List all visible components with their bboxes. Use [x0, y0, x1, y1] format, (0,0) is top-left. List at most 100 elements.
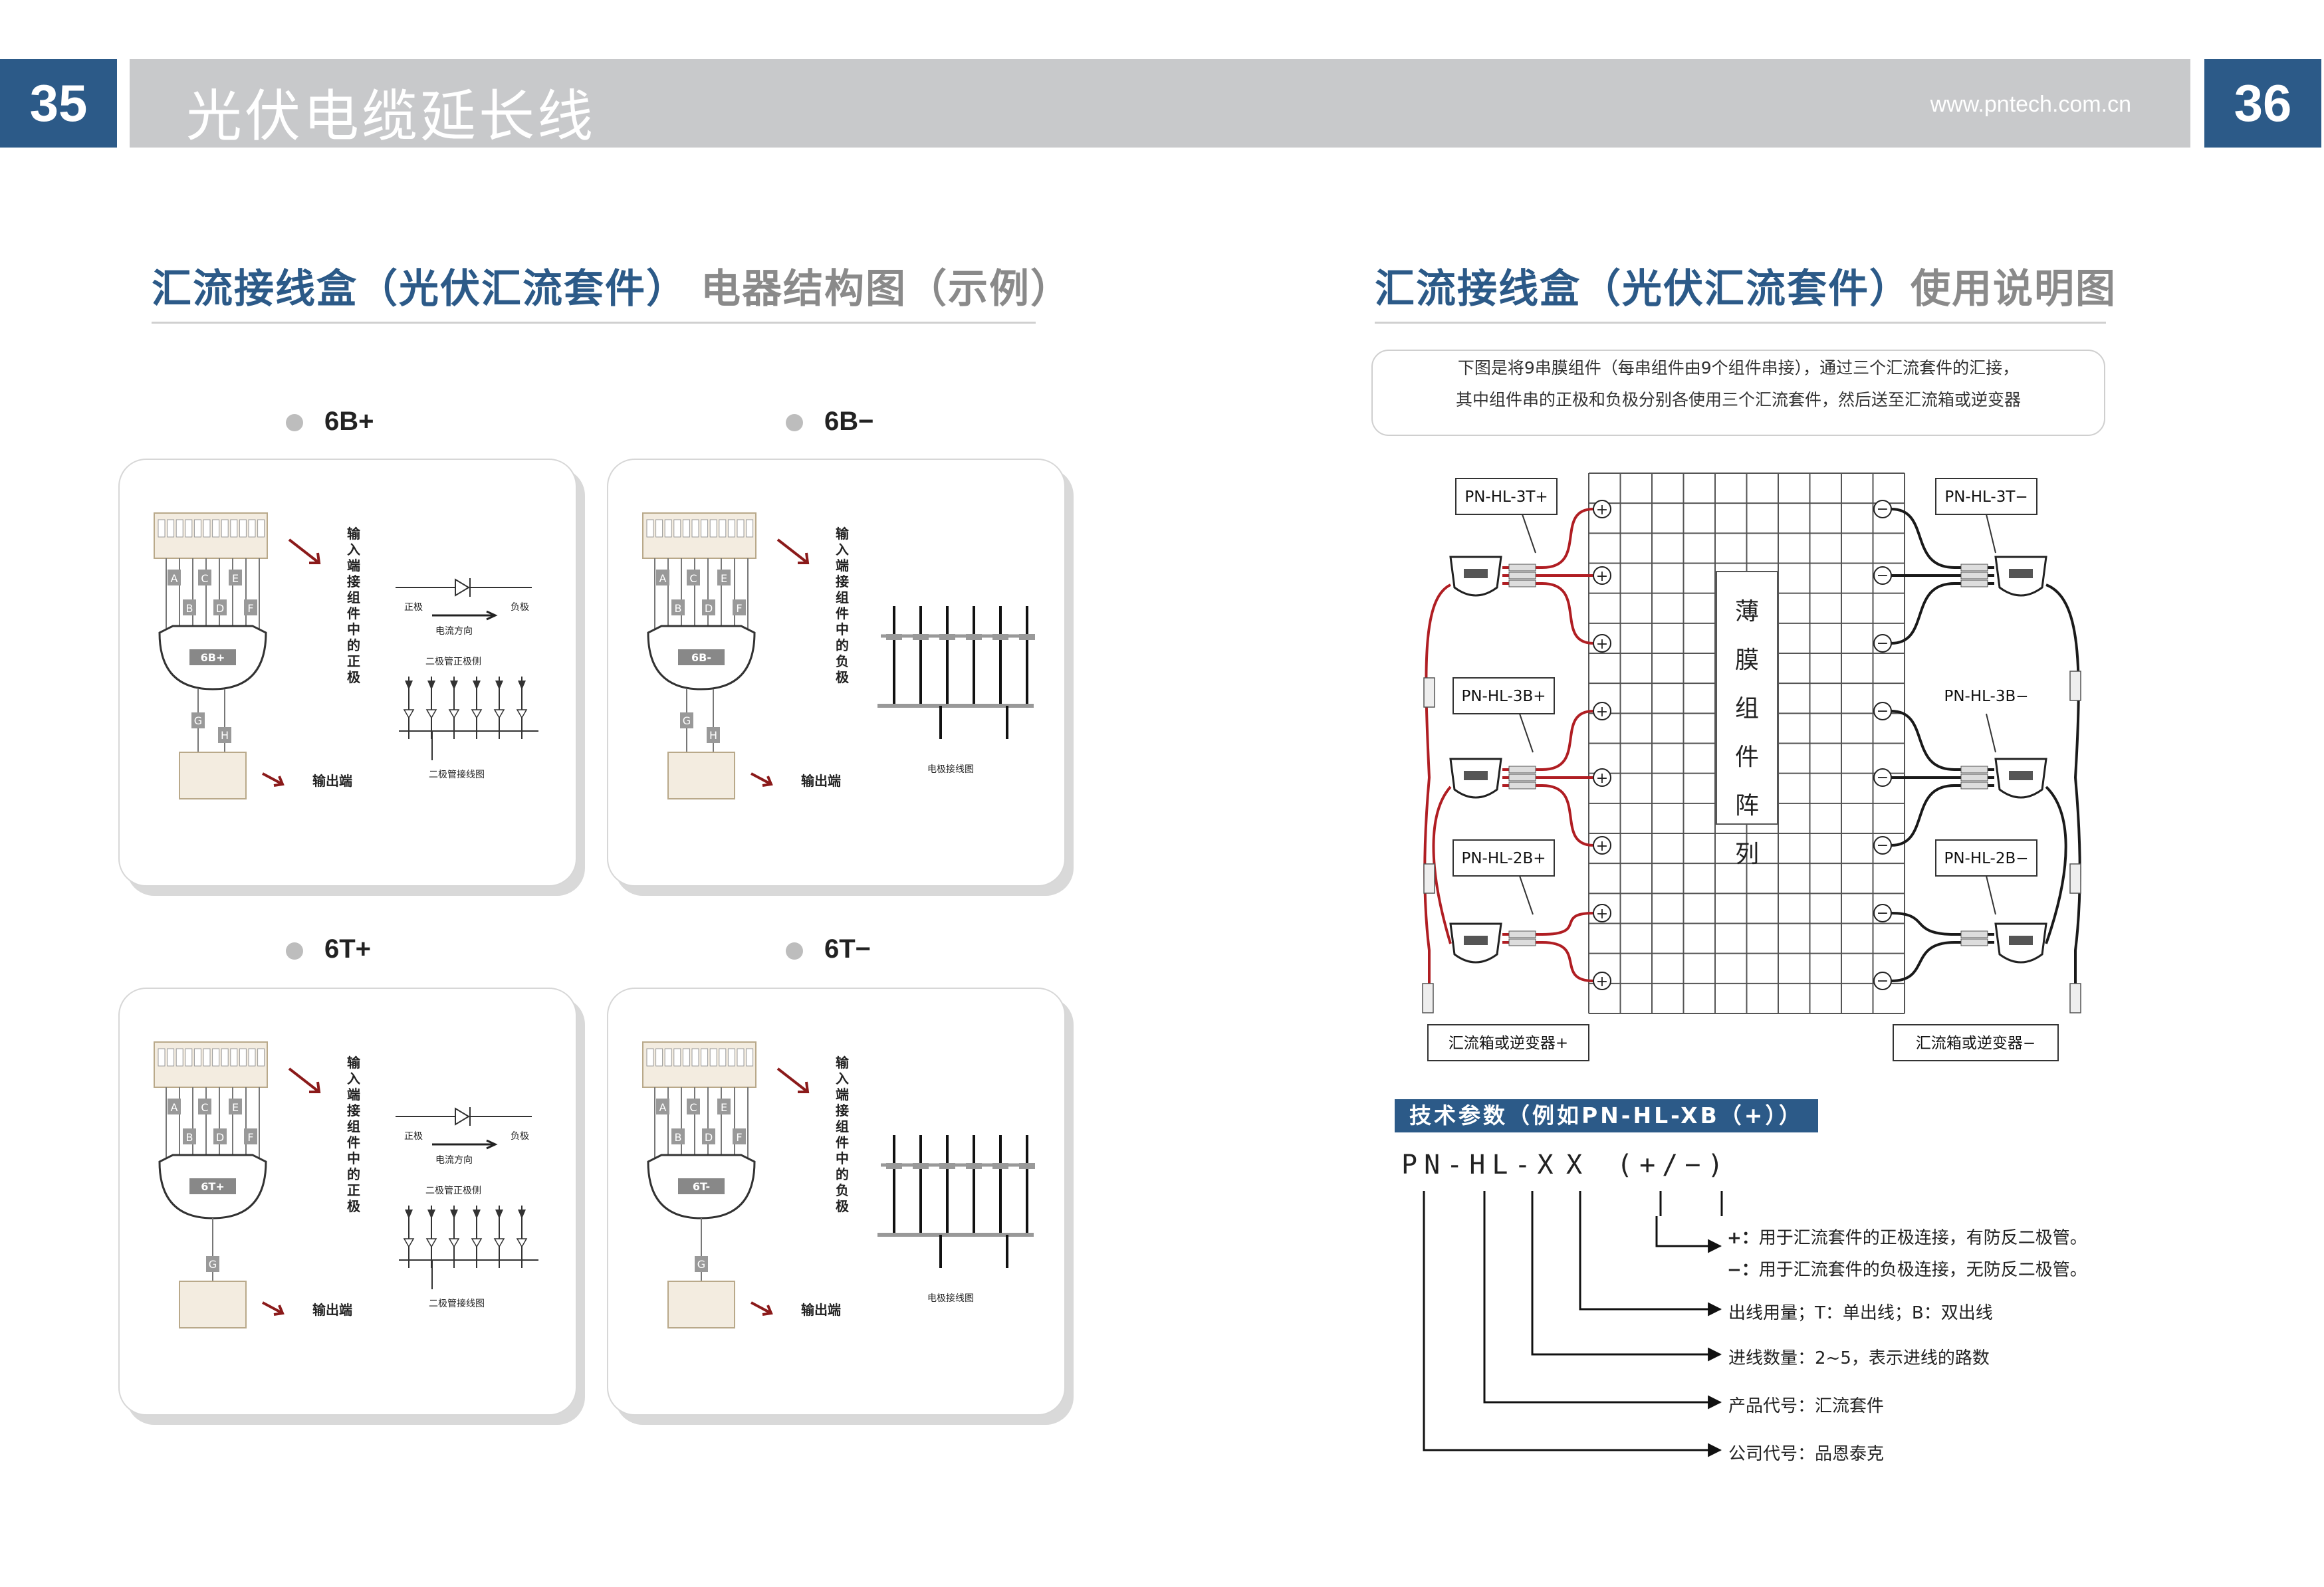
positive-terminal-icon: +: [1593, 566, 1611, 585]
wire-label: E: [232, 1101, 239, 1114]
input-note: 输入端接组件中的正极: [347, 1055, 361, 1214]
leader-product: [1483, 1191, 1722, 1410]
box-model-label: 6T-: [693, 1180, 710, 1193]
usage-note-line1: 下图是将9串膜组件（每串组件由9个组件串接），通过三个汇流套件的汇接，: [1457, 358, 2020, 377]
svg-text:PN-HL-2B+: PN-HL-2B+: [1461, 850, 1546, 867]
leader-in: [1531, 1191, 1722, 1362]
tech-params-header: 技术参数（例如PN-HL-XB（+））: [1395, 1099, 1818, 1132]
input-connector: [642, 1041, 756, 1088]
legend-product: 产品代号：汇流套件: [1728, 1396, 1885, 1416]
string-cable: [1502, 508, 1594, 569]
legend-minus-symbol: −：: [1727, 1260, 1759, 1280]
wire-label: H: [709, 729, 717, 742]
combiner-unit: [1449, 922, 1502, 964]
wire-label: A: [171, 572, 178, 585]
diode-diagram: 正极负极电流方向二极管正极侧二极管接线图: [396, 1107, 538, 1309]
wire-label: E: [721, 1101, 727, 1114]
string-cable: [1502, 784, 1594, 847]
wire-label: B: [675, 602, 682, 615]
svg-text:负极: 负极: [511, 602, 529, 613]
right-section-title: 汇流接线盒（光伏汇流套件）使用说明图: [1375, 257, 2117, 314]
legend-out: 出线用量；T：单出线；B：双出线: [1728, 1303, 1993, 1323]
wire-label: B: [186, 1131, 193, 1144]
left-title-main: 汇流接线盒（光伏汇流套件）: [152, 266, 687, 312]
wire-label: A: [659, 1101, 667, 1114]
svg-text:电极接线图: 电极接线图: [927, 1293, 974, 1304]
positive-terminal-icon: +: [1593, 972, 1611, 990]
svg-text:列: 列: [1735, 841, 1759, 868]
output-connector: [667, 1281, 735, 1328]
positive-terminal-icon: +: [1593, 500, 1611, 518]
svg-text:电极接线图: 电极接线图: [927, 764, 974, 775]
wire-label: B: [675, 1131, 682, 1144]
svg-text:膜: 膜: [1735, 647, 1759, 674]
leader-out: [1579, 1191, 1722, 1317]
inverter-positive-box: 汇流箱或逆变器+: [1427, 1024, 1589, 1061]
string-cable: [1502, 582, 1594, 645]
right-title-main: 汇流接线盒（光伏汇流套件）: [1375, 266, 1911, 312]
positive-terminal-icon: +: [1593, 702, 1611, 720]
svg-text:+: +: [1596, 568, 1608, 585]
wire-label: B: [186, 602, 193, 615]
model-code-part1: PN-HL-X: [1401, 1150, 1560, 1180]
svg-text:−: −: [1877, 770, 1889, 786]
input-connector: [154, 512, 268, 559]
svg-text:−: −: [1877, 837, 1889, 854]
svg-text:−: −: [1877, 635, 1889, 652]
left-section-title: 汇流接线盒（光伏汇流套件） 电器结构图（示例）: [152, 257, 1072, 314]
svg-text:PN-HL-3B+: PN-HL-3B+: [1461, 688, 1546, 705]
output-connector: [179, 1281, 247, 1328]
legend-minus: −：用于汇流套件的负极连接，无防反二极管。: [1727, 1256, 2087, 1281]
trunk-cable-positive: [1423, 583, 1451, 997]
wire-label: C: [201, 1101, 208, 1114]
svg-text:+: +: [1596, 906, 1608, 922]
usage-note-line2: 其中组件串的正极和负极分别各使用三个汇流套件，然后送至汇流箱或逆变器: [1455, 390, 2021, 409]
input-note: 输入端接组件中的负极: [836, 1055, 850, 1214]
combiner-unit: [1994, 758, 2047, 799]
output-label: 输出端: [312, 773, 352, 789]
output-label: 输出端: [312, 1302, 352, 1318]
wire-label: A: [171, 1101, 178, 1114]
svg-text:二极管接线图: 二极管接线图: [429, 769, 485, 780]
legend-plus-symbol: +：: [1727, 1228, 1759, 1248]
leader-plus-minus: [1655, 1216, 1722, 1253]
negative-terminal-icon: −: [1873, 634, 1892, 653]
wire-label: G: [697, 1258, 705, 1271]
header-title: 光伏电缆延长线: [186, 84, 596, 149]
svg-text:电流方向: 电流方向: [435, 1155, 473, 1166]
header-url[interactable]: www.pntech.com.cn: [1930, 92, 2131, 117]
input-connector: [154, 1041, 268, 1088]
card-label-6b-plus: 6B+: [324, 407, 374, 436]
svg-text:二极管接线图: 二极管接线图: [429, 1298, 485, 1309]
legend-in: 进线数量：2~5，表示进线的路数: [1728, 1348, 1990, 1368]
right-title-rule: [1375, 322, 2106, 324]
box-model-label: 6T+: [201, 1180, 224, 1193]
svg-text:−: −: [1877, 905, 1889, 922]
output-connector: [179, 752, 247, 799]
svg-text:+: +: [1596, 974, 1608, 990]
positive-terminal-icon: +: [1593, 634, 1611, 653]
input-note: 输入端接组件中的负极: [836, 526, 850, 685]
wire-label: E: [232, 572, 239, 585]
bullet-dot: [286, 942, 303, 960]
svg-text:−: −: [1877, 501, 1889, 518]
left-title-sub: 电器结构图（示例）: [701, 266, 1072, 312]
positive-terminal-icon: +: [1593, 904, 1611, 922]
output-label: 输出端: [801, 1302, 841, 1318]
positive-terminal-icon: +: [1593, 768, 1611, 787]
junction-box: 6T+: [158, 1154, 267, 1219]
svg-text:件: 件: [1735, 744, 1759, 771]
output-connector: [667, 752, 735, 799]
negative-terminal-icon: −: [1873, 566, 1892, 585]
negative-terminal-icon: −: [1873, 836, 1892, 855]
card-label-6t-minus: 6T−: [824, 934, 872, 964]
svg-text:+: +: [1596, 502, 1608, 518]
svg-text:−: −: [1877, 973, 1889, 990]
svg-text:+: +: [1596, 704, 1608, 720]
svg-text:PN-HL-3B−: PN-HL-3B−: [1944, 688, 2028, 705]
